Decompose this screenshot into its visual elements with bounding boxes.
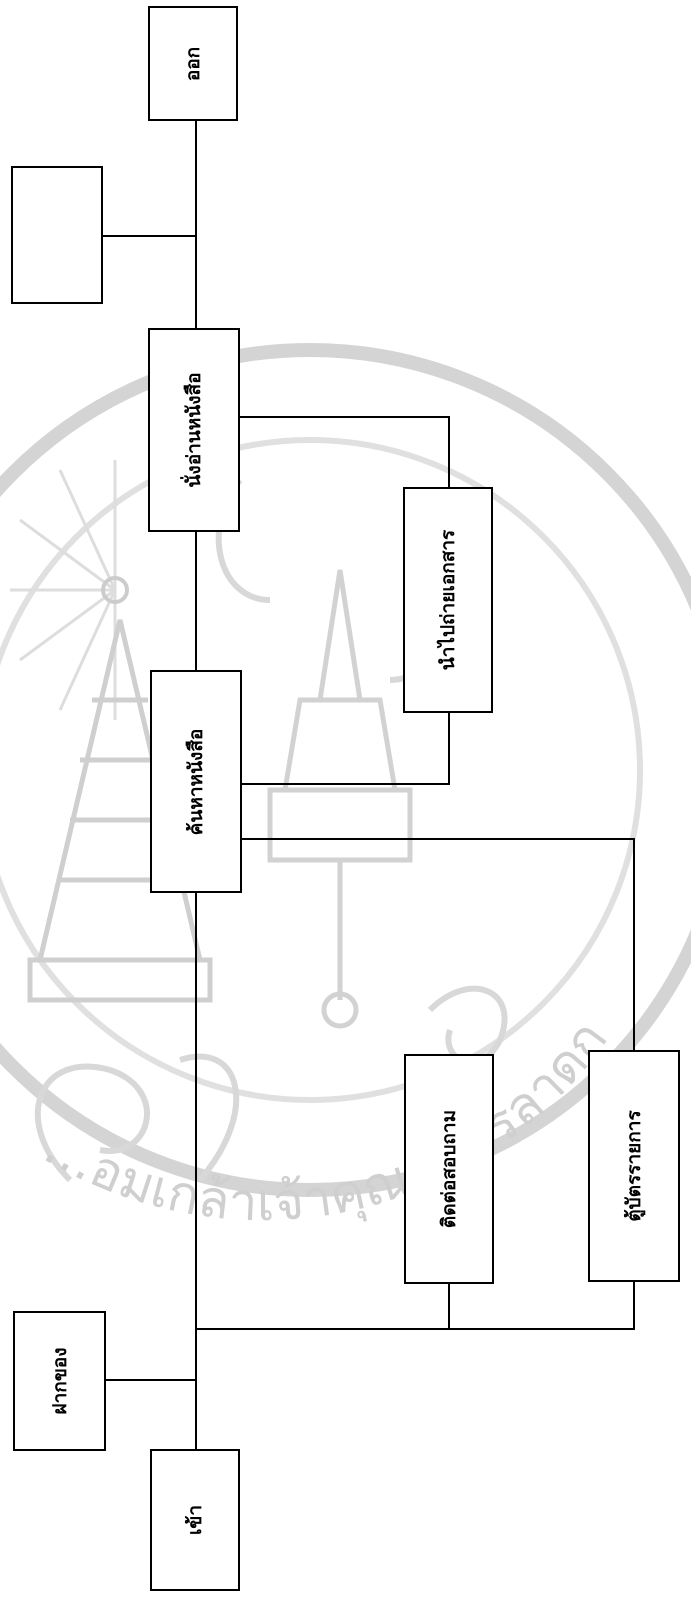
inquiry-label: ติดต่อสอบถาม <box>434 1110 464 1228</box>
unlabeled-box <box>11 166 103 304</box>
search-label: ค้นหาหนังสือ <box>181 728 211 835</box>
deposit-box: ฝากของ <box>13 1311 106 1451</box>
entrance-box: เข้า <box>150 1449 240 1591</box>
reading-box: นั่งอ่านหนังสือ <box>148 328 240 532</box>
line-reading-photocopy <box>240 417 449 487</box>
photocopy-label: นำไปถ่ายเอกสาร <box>433 530 463 670</box>
reading-label: นั่งอ่านหนังสือ <box>179 372 209 487</box>
deposit-label: ฝากของ <box>45 1348 75 1415</box>
line-search-photocopy <box>240 713 449 784</box>
catalog-box: ตู้บัตรรายการ <box>588 1050 680 1282</box>
entrance-label: เข้า <box>180 1505 210 1535</box>
catalog-label: ตู้บัตรรายการ <box>619 1110 649 1221</box>
inquiry-box: ติดต่อสอบถาม <box>404 1054 494 1284</box>
photocopy-box: นำไปถ่ายเอกสาร <box>403 487 493 713</box>
search-box: ค้นหาหนังสือ <box>150 670 242 893</box>
exit-label: ออก <box>178 46 208 80</box>
exit-box: ออก <box>148 6 238 121</box>
